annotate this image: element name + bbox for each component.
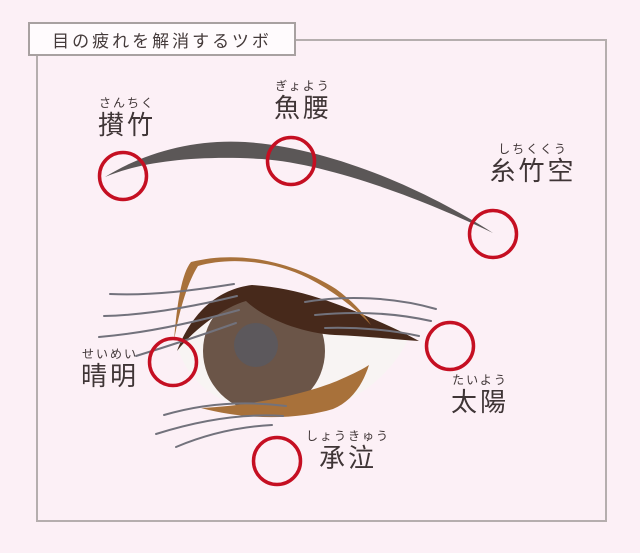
acupoint-furigana: せいめい [81, 347, 138, 361]
acupoint-furigana: しちくくう [498, 142, 568, 156]
acupoint-kanji: 糸竹空 [489, 155, 577, 186]
acupoint-markers [97, 135, 519, 487]
eyelash [109, 283, 235, 296]
acupoint-furigana: しょうきゅう [305, 429, 390, 443]
outer-frame [36, 39, 607, 522]
acupoint-kanji: 太陽 [450, 386, 509, 417]
right-eyelashes [304, 297, 437, 337]
acupoint-circle-gyoyo [265, 135, 317, 187]
acupoint-kanji: 承泣 [318, 442, 377, 473]
eyebrow-shape [105, 141, 493, 233]
acupoint-furigana: さんちく [98, 96, 155, 110]
page-title: 目の疲れを解消するツボ [52, 31, 272, 51]
acupoint-circle-taiyo [424, 320, 476, 372]
pupil [234, 323, 278, 367]
acupoint-kanji: 魚腰 [273, 92, 332, 123]
acupoint-furigana: ぎょよう [275, 79, 331, 93]
eyelash [103, 295, 238, 317]
eyelash [175, 424, 273, 448]
eyelash [135, 322, 237, 357]
eyelash [155, 414, 284, 435]
eyelash [304, 297, 437, 310]
acupoint-label-shokyu: しょうきゅう 承泣 [278, 430, 418, 472]
acupoint-label-shichikukuu: しちくくう 糸竹空 [458, 143, 608, 185]
acupoint-circle-sanchiku [97, 150, 149, 202]
acupoint-kanji: 晴明 [80, 360, 139, 391]
acupoint-label-gyoyo: ぎょよう 魚腰 [233, 80, 373, 122]
acupoint-furigana: たいよう [452, 373, 508, 387]
eyelash [324, 326, 420, 337]
upper-left-eyelashes [98, 283, 240, 357]
acupoint-label-sanchiku: さんちく 攅竹 [57, 97, 197, 139]
eyelash [314, 312, 432, 322]
acupoint-circle-shichikukuu [467, 208, 519, 260]
lower-eyelashes [155, 402, 287, 448]
eyelash [163, 402, 287, 416]
acupoint-circle-shokyu [251, 435, 303, 487]
eyelash [98, 309, 240, 338]
upper-lid-crease [174, 257, 371, 341]
acupoint-label-taiyo: たいよう 太陽 [410, 374, 550, 416]
acupoint-circle-seimei [147, 336, 199, 388]
lower-lid-shape [201, 365, 369, 418]
upper-lash-line [177, 285, 419, 351]
acupoint-kanji: 攅竹 [97, 109, 156, 140]
title-box: 目の疲れを解消するツボ [28, 22, 296, 56]
acupoint-label-seimei: せいめい 晴明 [40, 348, 180, 390]
